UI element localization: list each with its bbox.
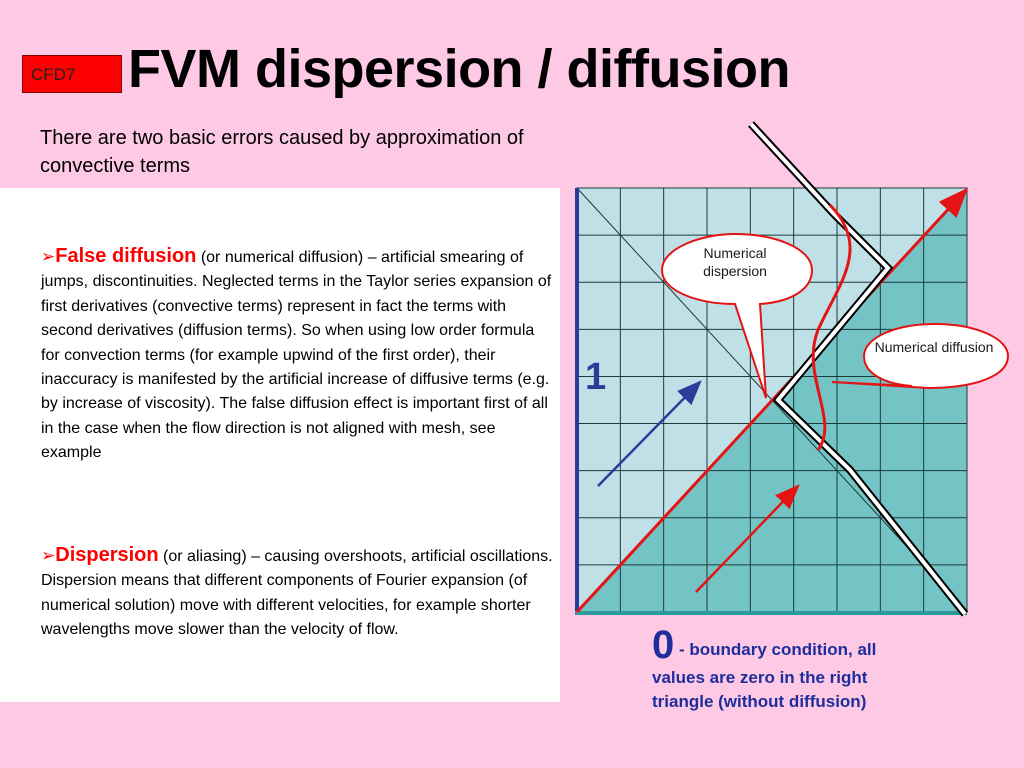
bullet-text: (or numerical diffusion) – artificial sm… [41,249,552,462]
profile-diffused [811,203,852,451]
intro-text: There are two basic errors caused by app… [40,127,524,177]
flow-arrow-lower [695,484,800,593]
bullet-dispersion: ➢Dispersion (or aliasing) – causing over… [41,543,556,643]
bullet-arrow-icon: ➢ [41,247,56,266]
flow-arrow-upper [597,380,702,487]
profile-exact-inner [749,122,967,616]
bullet-term: Dispersion [55,544,159,566]
flow-diagram [575,121,1010,617]
caption-text: - boundary condition, all values are zer… [652,640,877,711]
content-box [0,188,560,702]
callout-diffusion-label: Numerical diffusion [874,339,994,355]
discontinuity-diagonal [575,187,969,614]
bullet-false-diffusion: ➢False diffusion (or numerical diffusion… [41,244,556,466]
slide-title: FVM dispersion / diffusion [128,39,791,99]
boundary-caption: 0 - boundary condition, all values are z… [652,624,932,714]
callout-dispersion-bubble [660,232,814,399]
bullet-arrow-icon: ➢ [41,546,56,565]
inflow-value-label: 1 [585,356,607,398]
caption-zero: 0 [652,623,675,667]
callout-dispersion-label: Numerical dispersion [703,245,767,279]
slide-badge: CFD7 [22,55,122,93]
bullet-term: False diffusion [55,245,197,267]
callout-diffusion-bubble [831,322,1010,390]
bullet-text: (or aliasing) – causing overshoots, arti… [41,548,553,639]
